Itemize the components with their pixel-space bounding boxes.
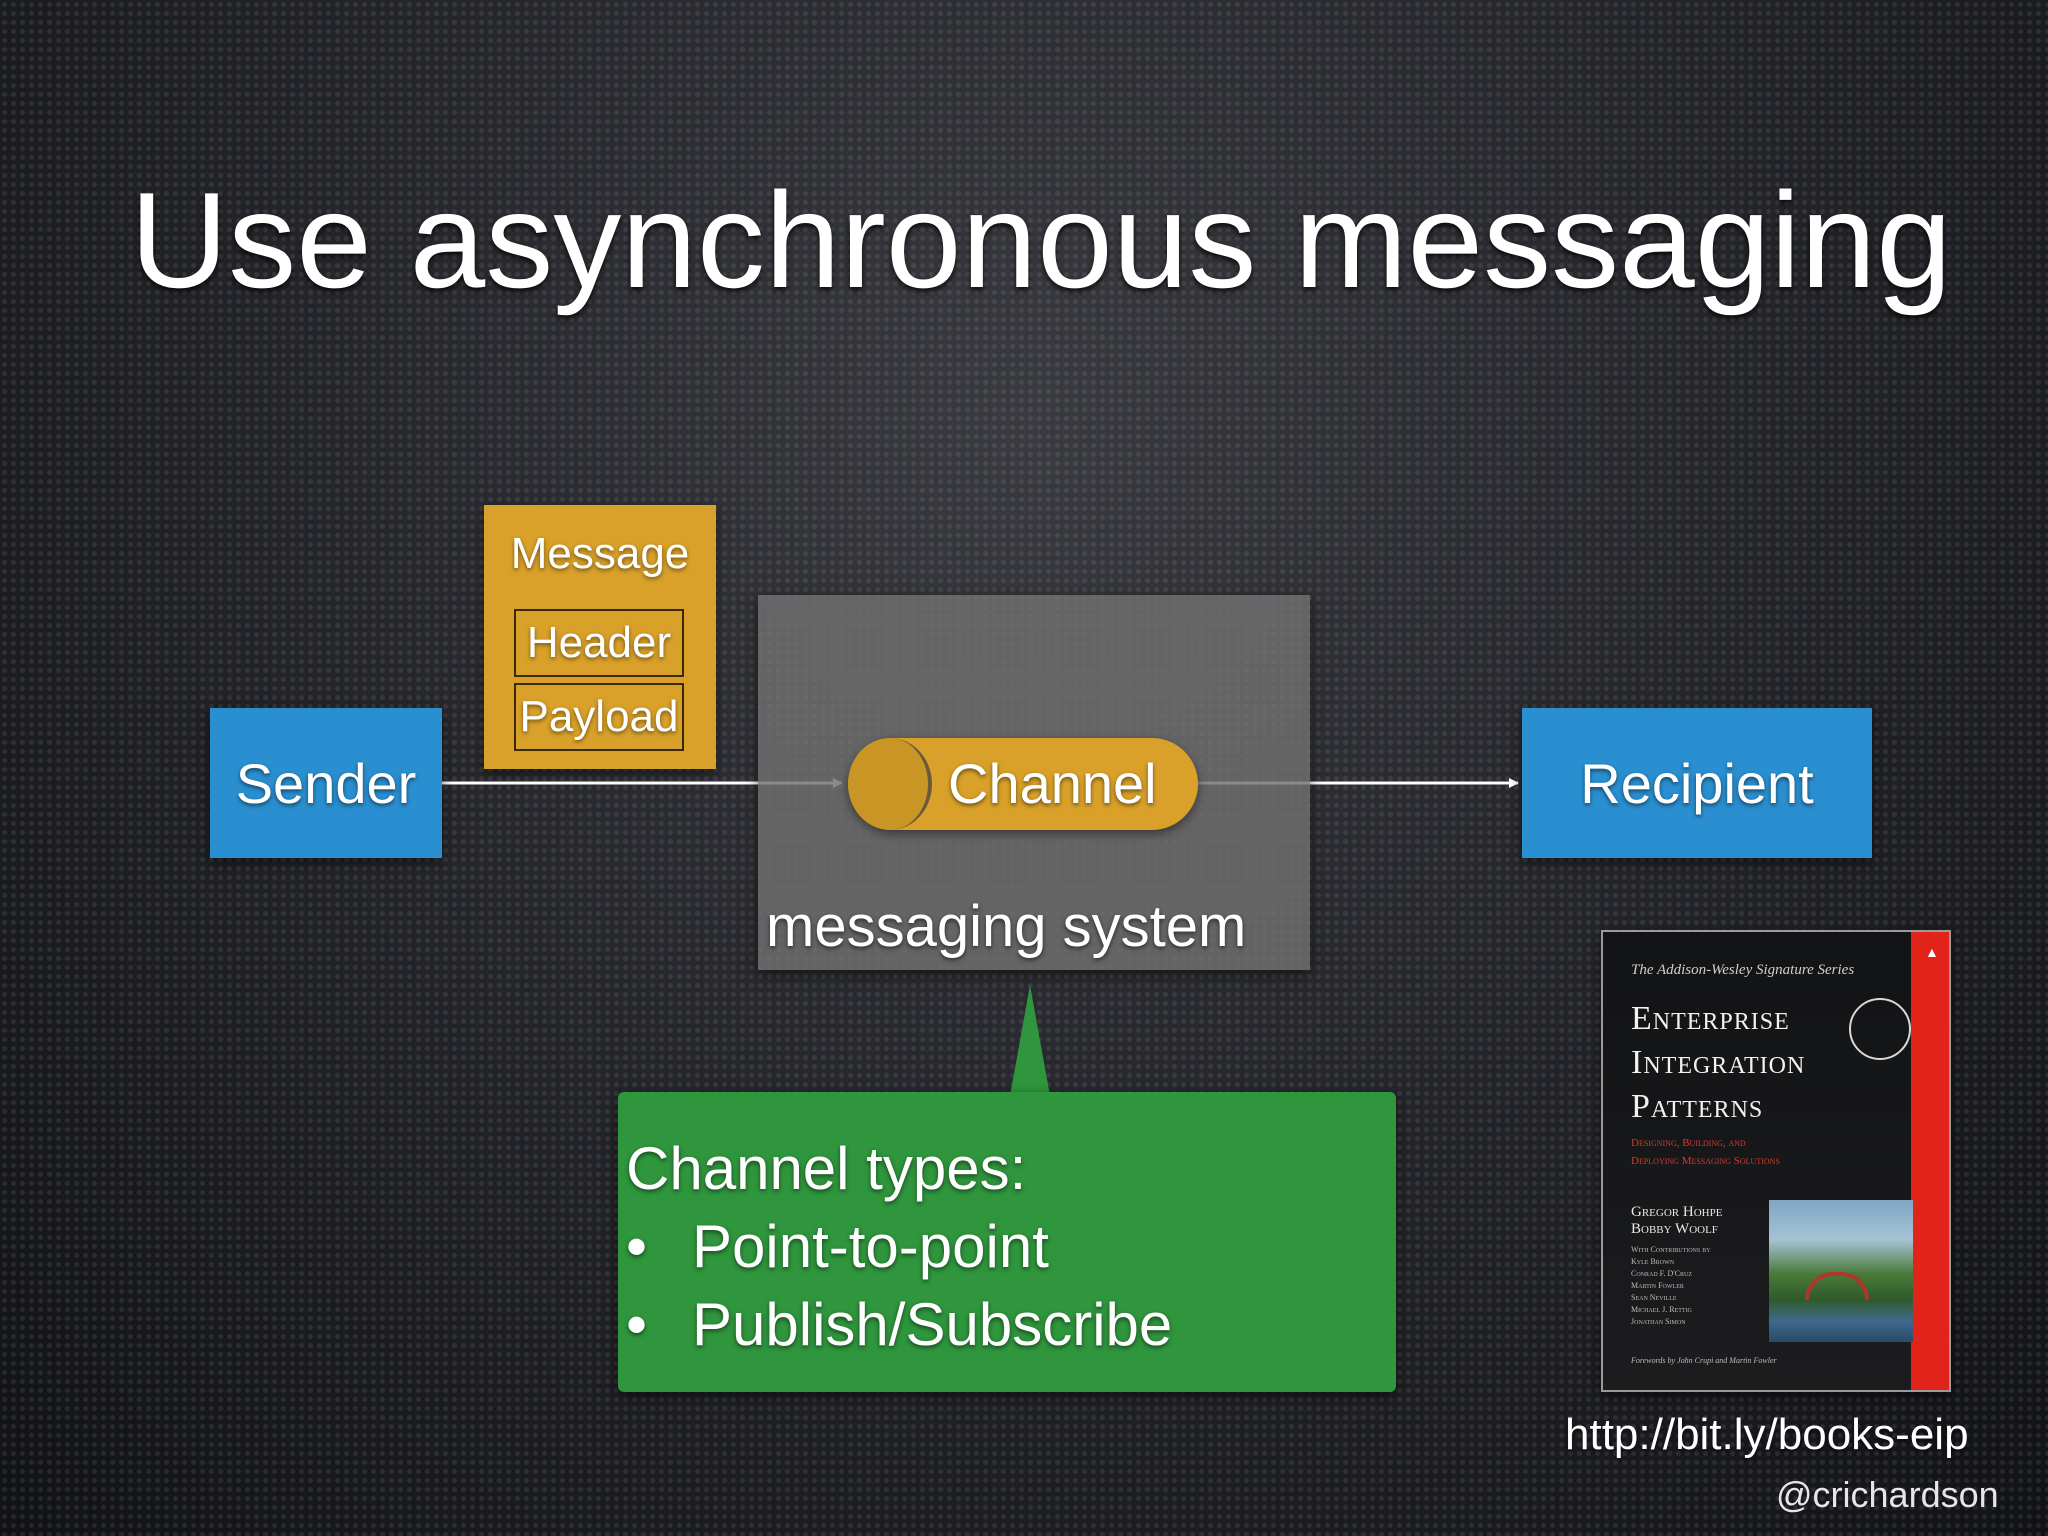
slide-title: Use asynchronous messaging <box>130 164 1952 316</box>
book-contributor: Sean Neville <box>1631 1293 1677 1302</box>
book-series: The Addison-Wesley Signature Series <box>1631 962 1855 978</box>
book-authors: Gregor Hohpe Bobby Woolf <box>1631 1204 1722 1238</box>
sender-label: Sender <box>235 751 417 815</box>
recipient-box: Recipient <box>1522 708 1872 858</box>
message-box: Message Header Payload <box>484 505 716 769</box>
book-contributor: Martin Fowler <box>1631 1281 1684 1290</box>
bullet: • <box>626 1213 648 1280</box>
book-author: Gregor Hohpe <box>1631 1204 1723 1220</box>
message-label: Message <box>510 529 690 578</box>
book-cover-image: ▲ The Addison-Wesley Signature Series En… <box>1601 930 1951 1392</box>
message-payload-box: Payload <box>514 683 684 751</box>
signature-seal-icon <box>1849 998 1911 1060</box>
callout-pointer <box>1010 985 1050 1096</box>
book-title-line: Enterprise <box>1631 1000 1790 1037</box>
callout-item-point-to-point: • Point-to-point <box>626 1212 1049 1281</box>
callout-item-label: Point-to-point <box>692 1213 1049 1280</box>
channel-label: Channel <box>948 752 1157 815</box>
publisher-logo-icon: ▲ <box>1925 944 1939 960</box>
recipient-label: Recipient <box>1580 751 1814 815</box>
book-contributors: With Contributions by Kyle Brown Conrad … <box>1631 1244 1711 1328</box>
channel-pipe-end <box>848 738 932 830</box>
book-contributor: Jonathan Simon <box>1631 1317 1686 1326</box>
channel-types-callout: Channel types: • Point-to-point • Publish/… <box>618 1092 1396 1392</box>
message-header-label: Header <box>526 618 672 667</box>
book-author: Bobby Woolf <box>1631 1221 1718 1237</box>
book-title-line: Integration <box>1631 1044 1806 1081</box>
book-contributor: With Contributions by <box>1631 1245 1711 1254</box>
channel-pipe: Channel <box>848 738 1198 830</box>
bridge-icon <box>1805 1272 1869 1300</box>
messaging-system-label: messaging system <box>766 894 1247 959</box>
book-link[interactable]: http://bit.ly/books-eip <box>1565 1410 1969 1459</box>
message-header-box: Header <box>514 609 684 677</box>
book-subtitle-line: Deploying Messaging Solutions <box>1631 1155 1780 1167</box>
callout-item-publish-subscribe: • Publish/Subscribe <box>626 1290 1172 1359</box>
book-contributor: Conrad F. D'Cruz <box>1631 1269 1693 1278</box>
book-contributor: Michael J. Rettig <box>1631 1305 1692 1314</box>
book-title-line: Patterns <box>1631 1088 1764 1125</box>
callout-item-label: Publish/Subscribe <box>692 1291 1173 1358</box>
book-foreword: Forewords by John Crupi and Martin Fowle… <box>1631 1356 1777 1365</box>
bullet: • <box>626 1291 648 1358</box>
author-handle: @crichardson <box>1776 1474 1999 1515</box>
sender-box: Sender <box>210 708 442 858</box>
book-red-stripe <box>1911 932 1949 1390</box>
book-contributor: Kyle Brown <box>1631 1257 1675 1266</box>
book-subtitle: Designing, Building, and Deploying Messa… <box>1631 1134 1780 1170</box>
message-payload-label: Payload <box>519 692 679 741</box>
book-subtitle-line: Designing, Building, and <box>1631 1137 1746 1149</box>
book-bridge-photo <box>1769 1200 1913 1342</box>
callout-title: Channel types: <box>626 1135 1027 1202</box>
